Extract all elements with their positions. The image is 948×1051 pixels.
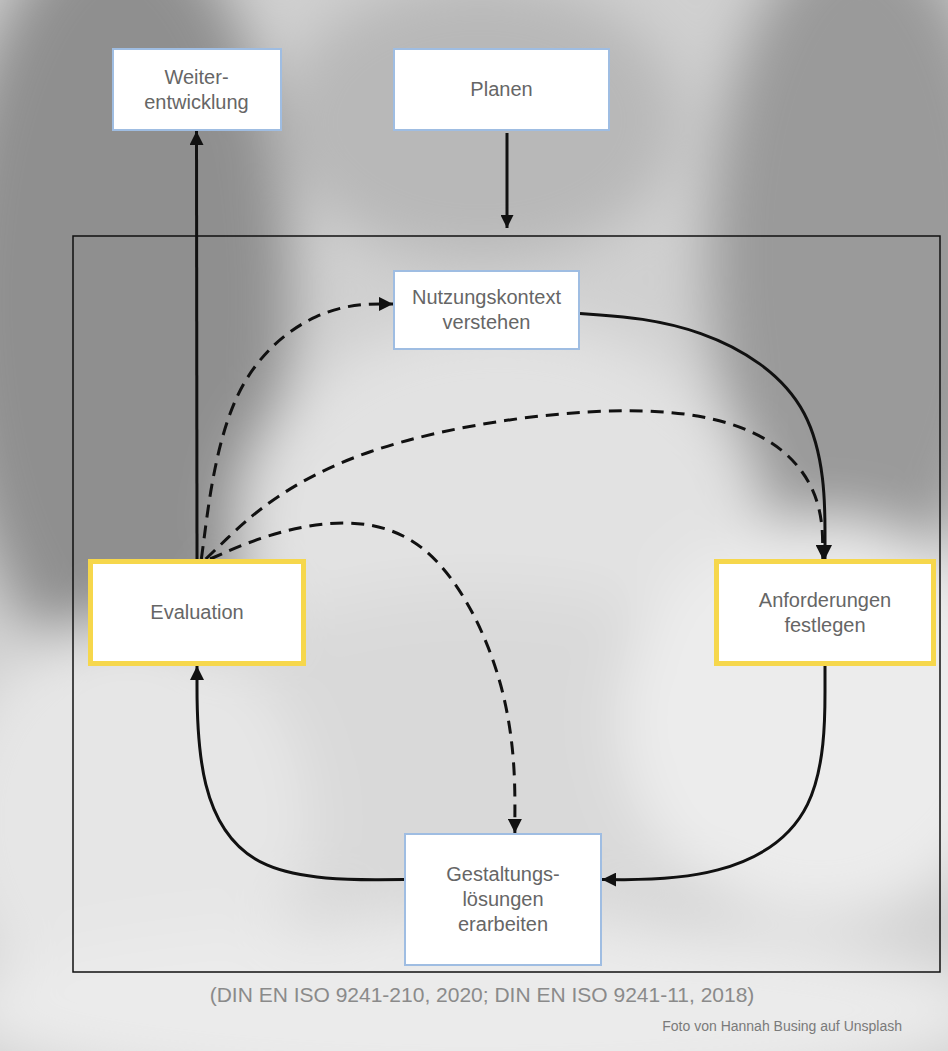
highlight-box: Evaluation — [88, 559, 306, 666]
photo-credit: Foto von Hannah Busing auf Unsplash — [662, 1018, 902, 1034]
box-label: Weiter- entwicklung — [127, 65, 267, 115]
flow-arrow — [197, 666, 404, 880]
flow-arrow — [195, 131, 199, 559]
box-label: Anforderungen festlegen — [745, 588, 905, 638]
process-frame — [73, 236, 940, 972]
process-box: Gestaltungs- lösungen erarbeiten — [404, 833, 602, 966]
highlight-box: Anforderungen festlegen — [714, 559, 936, 666]
flow-arrow — [580, 314, 825, 560]
planning-arrow — [506, 133, 509, 228]
box-label: Planen — [470, 77, 532, 102]
source-caption: (DIN EN ISO 9241-210, 2020; DIN EN ISO 9… — [210, 983, 755, 1007]
box-label: Nutzungskontext verstehen — [407, 285, 567, 335]
box-label: Gestaltungs- lösungen erarbeiten — [438, 862, 568, 937]
flow-arrow — [602, 666, 825, 880]
next-step-box: Weiter- entwicklung — [112, 48, 282, 131]
process-box: Nutzungskontext verstehen — [393, 270, 580, 350]
box-label: Evaluation — [150, 600, 243, 625]
feedback-arrow — [206, 411, 823, 559]
feedback-arrow — [201, 304, 393, 559]
start-box: Planen — [393, 48, 610, 131]
